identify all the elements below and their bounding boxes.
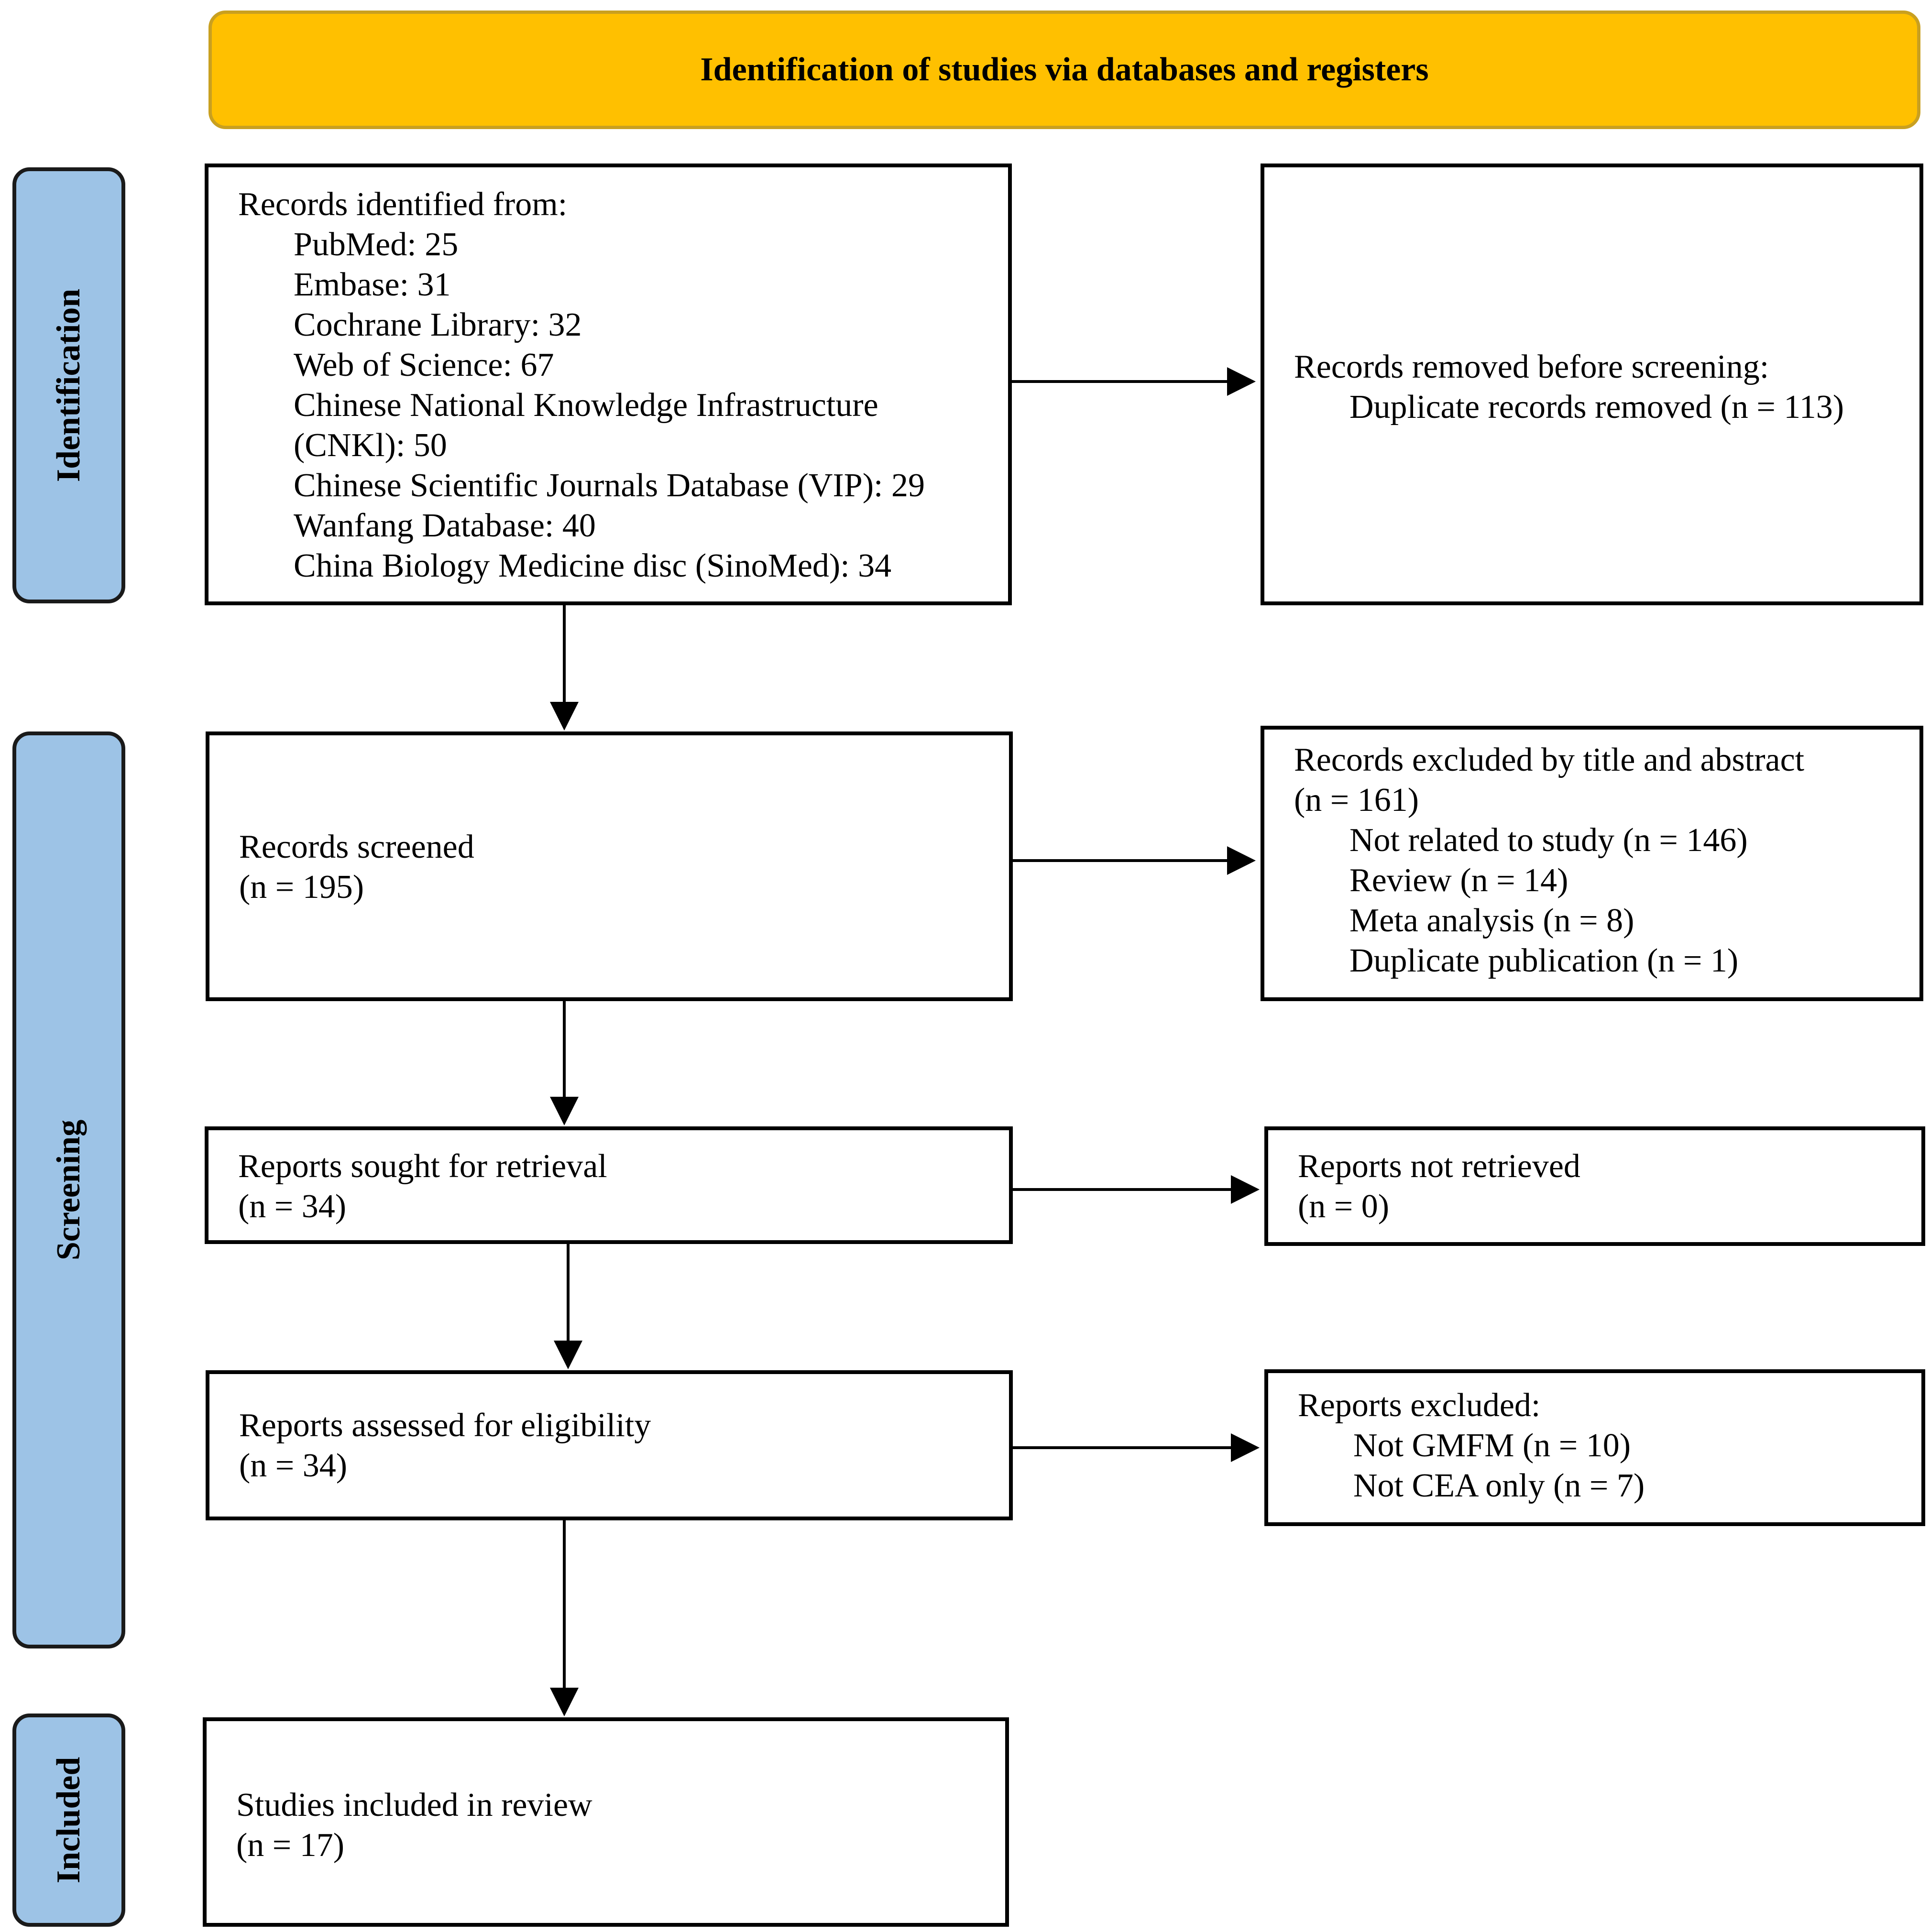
source-pubmed: PubMed: 25 bbox=[294, 226, 459, 263]
reports-excluded-title: Reports excluded: bbox=[1298, 1387, 1541, 1424]
source-web-of-science: Web of Science: 67 bbox=[294, 347, 554, 383]
reports-not-retrieved-box: Reports not retrieved (n = 0) bbox=[1264, 1126, 1925, 1246]
records-identified-title: Records identified from: bbox=[238, 186, 568, 223]
reports-assessed-label: Reports assessed for eligibility bbox=[239, 1407, 651, 1444]
excluded-reason-not-related: Not related to study (n = 146) bbox=[1349, 822, 1748, 859]
source-embase: Embase: 31 bbox=[294, 266, 451, 303]
header-banner: Identification of studies via databases … bbox=[208, 11, 1920, 129]
reports-sought-count: (n = 34) bbox=[238, 1188, 347, 1225]
records-excluded-title: Records excluded by title and abstract bbox=[1294, 742, 1805, 778]
studies-included-label: Studies included in review bbox=[236, 1787, 592, 1823]
records-removed-detail: Duplicate records removed (n = 113) bbox=[1349, 389, 1844, 426]
reports-assessed-box: Reports assessed for eligibility (n = 34… bbox=[206, 1370, 1013, 1520]
records-identified-box: Records identified from: PubMed: 25 Emba… bbox=[205, 164, 1012, 605]
phase-included: Included bbox=[12, 1714, 125, 1927]
excluded-reason-meta-analysis: Meta analysis (n = 8) bbox=[1349, 902, 1634, 939]
reports-not-retrieved-text: Reports not retrieved (n = 0) bbox=[1298, 1146, 1580, 1227]
studies-included-count: (n = 17) bbox=[236, 1827, 345, 1864]
source-cnki-line2: (CNKl): 50 bbox=[294, 427, 447, 464]
records-screened-label: Records screened bbox=[239, 829, 474, 865]
records-screened-box: Records screened (n = 195) bbox=[206, 731, 1013, 1001]
source-vip: Chinese Scientific Journals Database (VI… bbox=[294, 467, 925, 504]
header-title: Identification of studies via databases … bbox=[700, 51, 1429, 88]
source-cnki-line1: Chinese National Knowledge Infrastructur… bbox=[294, 387, 878, 424]
records-excluded-count: (n = 161) bbox=[1294, 782, 1419, 819]
reports-sought-text: Reports sought for retrieval (n = 34) bbox=[238, 1146, 607, 1227]
phase-screening: Screening bbox=[12, 731, 125, 1648]
studies-included-text: Studies included in review (n = 17) bbox=[236, 1785, 592, 1866]
reports-excluded-text: Reports excluded: Not GMFM (n = 10) Not … bbox=[1298, 1386, 1645, 1506]
records-screened-count: (n = 195) bbox=[239, 869, 364, 906]
records-excluded-text: Records excluded by title and abstract (… bbox=[1294, 740, 1804, 981]
reports-excluded-box: Reports excluded: Not GMFM (n = 10) Not … bbox=[1264, 1369, 1925, 1526]
records-excluded-box: Records excluded by title and abstract (… bbox=[1261, 726, 1923, 1001]
reports-assessed-text: Reports assessed for eligibility (n = 34… bbox=[239, 1406, 651, 1486]
excluded-reason-review: Review (n = 14) bbox=[1349, 862, 1568, 899]
reports-assessed-count: (n = 34) bbox=[239, 1447, 348, 1484]
source-sinomed: China Biology Medicine disc (SinoMed): 3… bbox=[294, 547, 892, 584]
excluded-reason-duplicate: Duplicate publication (n = 1) bbox=[1349, 942, 1739, 979]
reports-excluded-not-cea: Not CEA only (n = 7) bbox=[1353, 1467, 1645, 1504]
records-identified-list: Records identified from: PubMed: 25 Emba… bbox=[238, 185, 925, 586]
reports-sought-box: Reports sought for retrieval (n = 34) bbox=[205, 1126, 1013, 1244]
records-removed-text: Records removed before screening: Duplic… bbox=[1294, 347, 1844, 427]
studies-included-box: Studies included in review (n = 17) bbox=[203, 1717, 1009, 1927]
records-removed-title: Records removed before screening: bbox=[1294, 349, 1769, 385]
source-cochrane: Cochrane Library: 32 bbox=[294, 306, 582, 343]
records-removed-box: Records removed before screening: Duplic… bbox=[1261, 164, 1923, 605]
source-wanfang: Wanfang Database: 40 bbox=[294, 507, 596, 544]
reports-not-retrieved-count: (n = 0) bbox=[1298, 1188, 1390, 1225]
records-screened-text: Records screened (n = 195) bbox=[239, 827, 474, 907]
reports-not-retrieved-label: Reports not retrieved bbox=[1298, 1148, 1580, 1185]
reports-sought-label: Reports sought for retrieval bbox=[238, 1148, 607, 1185]
reports-excluded-not-gmfm: Not GMFM (n = 10) bbox=[1353, 1427, 1631, 1464]
phase-identification: Identification bbox=[12, 167, 125, 603]
